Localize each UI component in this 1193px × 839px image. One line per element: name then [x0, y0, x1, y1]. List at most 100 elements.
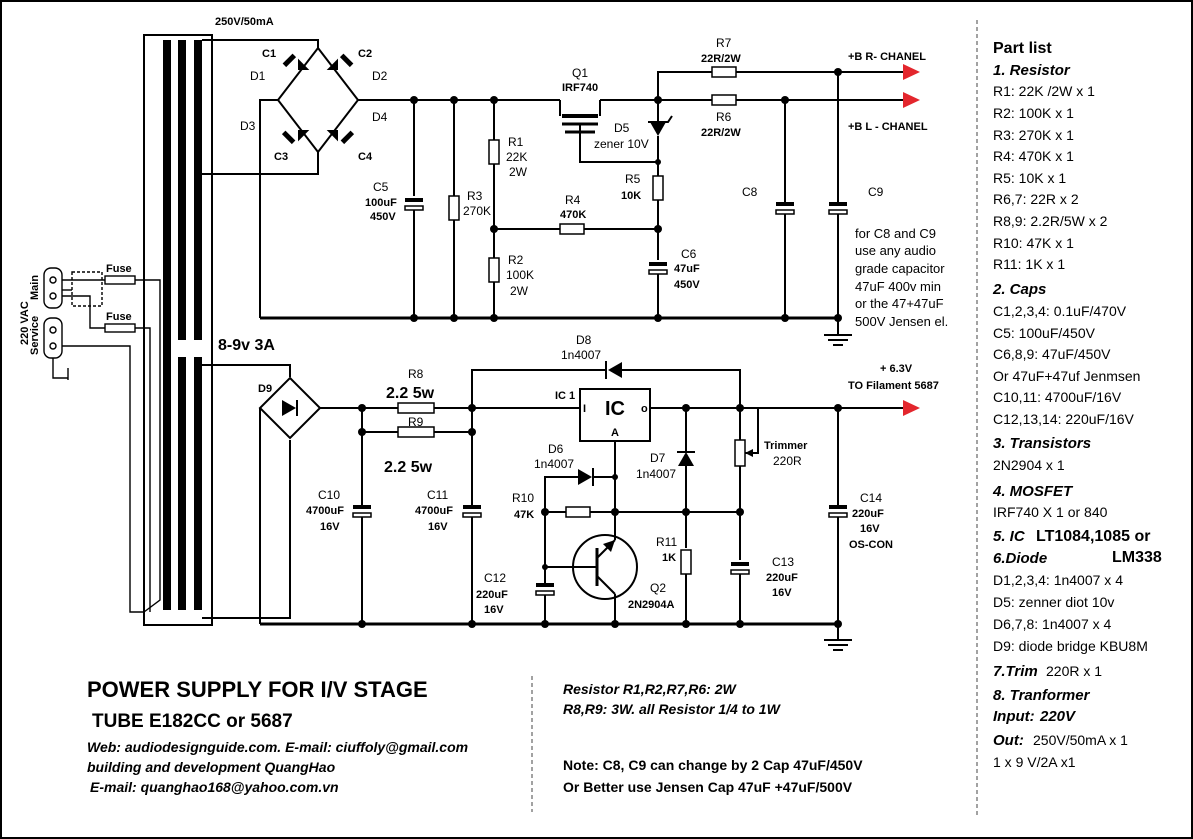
email-credit: E-mail: quanghao168@yahoo.com.vn [90, 779, 339, 795]
partlist-diode-heading: 6.Diode [993, 550, 1047, 567]
partlist-input-label: Input: [993, 708, 1035, 725]
part-list: Part list 1. Resistor R1: 22K /2W x 1 R2… [992, 40, 1162, 770]
c13-label: C13 [772, 555, 794, 569]
q1-value: IRF740 [562, 82, 598, 94]
c5-label: C5 [373, 180, 389, 194]
main-switch[interactable] [43, 267, 63, 309]
c9-label: C9 [868, 185, 884, 199]
c13-value: 220uF [766, 572, 798, 584]
ic1-in-pin: I [583, 403, 586, 415]
q2-value: 2N2904A [628, 599, 675, 611]
c12-value: 220uF [476, 589, 508, 601]
c12-voltage: 16V [484, 604, 504, 616]
r1-watt: 2W [509, 165, 528, 179]
d7-value: 1n4007 [636, 467, 676, 481]
fuse-1 [104, 275, 136, 285]
partlist-ic-1: LT1084,1085 or [1036, 528, 1150, 545]
c14-type: OS-CON [849, 539, 893, 551]
c10-value: 4700uF [306, 505, 344, 517]
r11-value: 1K [662, 552, 676, 564]
partlist-caps-heading: 2. Caps [992, 281, 1046, 298]
partlist-transistor-heading: 3. Transistors [993, 435, 1091, 452]
resistor-note-2: R8,R9: 3W. all Resistor 1/4 to 1W [563, 701, 782, 717]
filament-arrow [903, 400, 920, 416]
partlist-caps: C1,2,3,4: 0.1uF/470V C5: 100uF/450V C6,8… [993, 303, 1144, 427]
d4-label: D4 [372, 110, 388, 124]
r9-label: R9 [408, 415, 424, 429]
partlist-trim-heading: 7.Trim [993, 663, 1038, 680]
trimmer-value: 220R [773, 454, 802, 468]
r8-value: 2.2 5w [386, 385, 435, 402]
r1-value: 22K [506, 150, 527, 164]
r3-value: 270K [463, 204, 491, 218]
c5-value: 100uF [365, 197, 397, 209]
service-switch[interactable] [43, 317, 63, 359]
c11-value: 4700uF [415, 505, 453, 517]
builder-credit: building and development QuangHao [87, 759, 336, 775]
r2-watt: 2W [510, 284, 529, 298]
r3-label: R3 [467, 189, 483, 203]
r5-value: 10K [621, 190, 641, 202]
cap-note-1: Note: C8, C9 can change by 2 Cap 47uF/45… [563, 757, 863, 773]
d5-label: D5 [614, 121, 630, 135]
c10-voltage: 16V [320, 521, 340, 533]
d7-label: D7 [650, 451, 666, 465]
out-r-label: +B R- CHANEL [848, 51, 926, 63]
partlist-ic-2: LM338 [1112, 549, 1162, 566]
r11-label: R11 [656, 535, 677, 549]
partlist-ic-heading: 5. IC [993, 528, 1026, 545]
mains-input: 220 VAC Main Service Fuse Fuse [19, 263, 161, 613]
partlist-out-value-2: 1 x 9 V/2A x1 [993, 754, 1076, 770]
partlist-title: Part list [993, 40, 1052, 57]
switch-main-label: Main [29, 275, 41, 300]
c6-value: 47uF [674, 263, 700, 275]
d8-label: D8 [576, 333, 592, 347]
q1-label: Q1 [572, 66, 588, 80]
r7-value: 22R/2W [701, 53, 741, 65]
out-l-label: +B L - CHANEL [848, 121, 928, 133]
c10-label: C10 [318, 488, 340, 502]
d5-value: zener 10V [594, 137, 649, 151]
partlist-out-value: 250V/50mA x 1 [1033, 732, 1128, 748]
fuse1-label: Fuse [106, 263, 132, 275]
c11-voltage: 16V [428, 521, 448, 533]
d2-label: D2 [372, 69, 388, 83]
hv-regulator: C5 100uF 450V R3 270K R1 22K 2W R2 100K … [260, 36, 948, 346]
hv-rating-label: 250V/50mA [215, 16, 274, 28]
c12-label: C12 [484, 571, 506, 585]
partlist-resistor-heading: 1. Resistor [993, 62, 1071, 79]
r7-label: R7 [716, 36, 732, 50]
ic1-out-pin: o [641, 403, 648, 415]
d1-label: D1 [250, 69, 266, 83]
fuse-2 [104, 323, 136, 333]
switch-service-label: Service [29, 316, 41, 355]
filament-target-label: TO Filament 5687 [848, 380, 939, 392]
c5-voltage: 450V [370, 211, 396, 223]
web-credit: Web: audiodesignguide.com. E-mail: ciuff… [87, 739, 468, 755]
lv-rating-label: 8-9v 3A [218, 337, 275, 354]
partlist-transformer-heading: 8. Tranformer [993, 687, 1091, 704]
d9-label: D9 [258, 383, 272, 395]
c14-voltage: 16V [860, 523, 880, 535]
page-title: POWER SUPPLY FOR I/V STAGE [87, 677, 428, 702]
mains-voltage-label: 220 VAC [19, 301, 31, 345]
c8c9-note: for C8 and C9 use any audio grade capaci… [855, 226, 948, 329]
c11-label: C11 [427, 488, 448, 502]
c4-label: C4 [358, 151, 373, 163]
out-l-arrow [903, 92, 920, 108]
q2-label: Q2 [650, 581, 666, 595]
partlist-mosfet: IRF740 X 1 or 840 [993, 504, 1108, 520]
c14-value: 220uF [852, 508, 884, 520]
r5-label: R5 [625, 172, 641, 186]
page-subtitle: TUBE E182CC or 5687 [92, 711, 293, 732]
partlist-trim: 220R x 1 [1046, 663, 1102, 679]
r6-label: R6 [716, 110, 732, 124]
cap-note-2: Or Better use Jensen Cap 47uF +47uF/500V [563, 779, 853, 795]
out-r-arrow [903, 64, 920, 80]
resistor-note-1: Resistor R1,R2,R7,R6: 2W [563, 681, 738, 697]
partlist-transistor: 2N2904 x 1 [993, 457, 1065, 473]
c14-label: C14 [860, 491, 882, 505]
r4-label: R4 [565, 193, 581, 207]
r10-label: R10 [512, 491, 534, 505]
